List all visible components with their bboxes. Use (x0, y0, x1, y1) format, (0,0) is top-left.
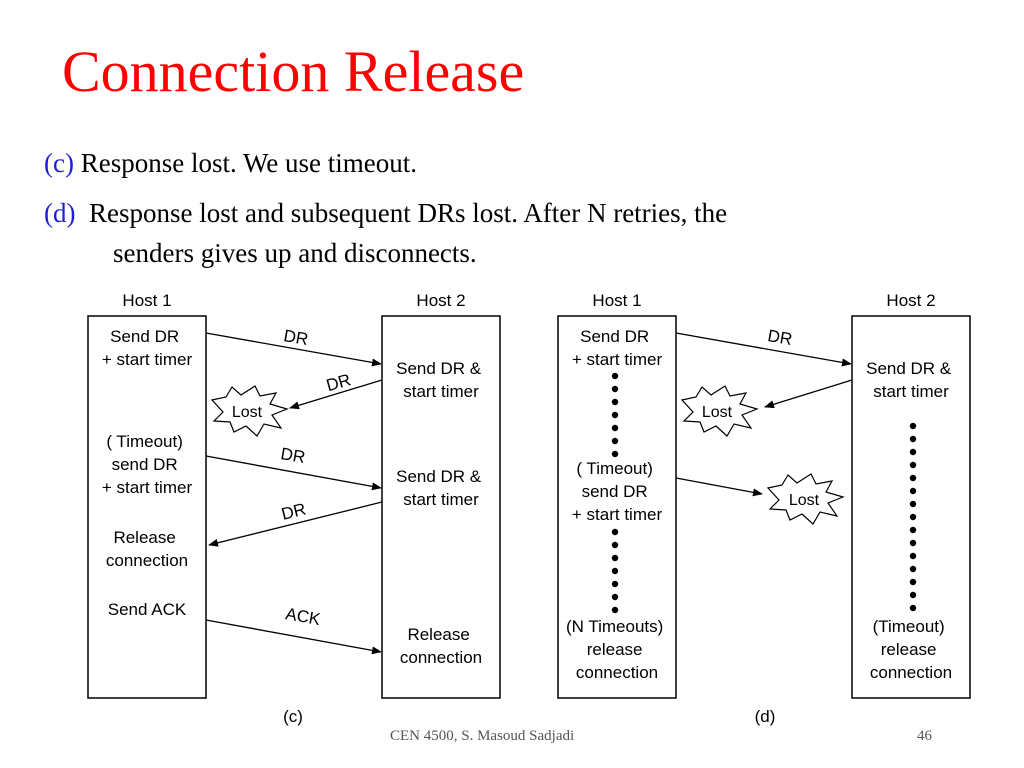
c-h2-release: Release connection (400, 625, 482, 667)
c-h1-release: Release connection (106, 528, 188, 570)
c-label-ack: ACK (284, 604, 322, 629)
d-lost-label-2: Lost (789, 492, 820, 509)
c-host1-label: Host 1 (122, 291, 171, 310)
c-h2-send-dr-2: Send DR & start timer (396, 467, 486, 509)
bullet-c-tag: (c) (44, 148, 74, 178)
c-arrow-dr-lost (289, 379, 383, 410)
c-arrow-dr-1 (205, 332, 382, 367)
c-h2-send-dr-1: Send DR & start timer (396, 359, 486, 401)
d-h1-send-dr: Send DR + start timer (572, 327, 663, 369)
c-label-dr-4: DR (279, 499, 307, 523)
c-host1-box (87, 315, 207, 699)
d-host1-label: Host 1 (592, 291, 641, 310)
slide-number: 46 (917, 728, 932, 744)
bullet-d-tag: (d) (44, 198, 76, 228)
d-h2-release: (Timeout) release connection (870, 617, 952, 682)
bullet-c-text: Response lost. We use timeout. (80, 148, 418, 178)
d-lost-burst-icon-2 (766, 473, 845, 525)
d-host1-box (557, 315, 677, 699)
d-lost-burst-icon-1 (680, 385, 759, 437)
d-h1-timeout: ( Timeout) send DR + start timer (572, 459, 663, 524)
diagram-c: Host 1 Host 2 Send DR + start timer ( Ti… (87, 291, 501, 726)
c-label-dr-1: DR (282, 326, 309, 349)
c-h1-send-dr: Send DR + start timer (102, 327, 193, 369)
c-host2-label: Host 2 (416, 291, 465, 310)
d-lost-label-1: Lost (702, 404, 733, 421)
c-h1-send-ack: Send ACK (108, 600, 187, 619)
c-arrow-ack (205, 619, 382, 655)
c-host2-box (381, 315, 501, 699)
footer-text: CEN 4500, S. Masoud Sadjadi (390, 728, 575, 744)
d-h2-send-dr: Send DR & start timer (866, 359, 956, 401)
d-label-dr-1: DR (766, 326, 793, 349)
bullet-d: (d) Response lost and subsequent DRs los… (44, 198, 727, 229)
diagram-d: Host 1 Host 2 Send DR + start timer ( Ti… (557, 291, 971, 726)
d-h1-wait-dots-2 (611, 528, 619, 614)
d-arrow-dr-2 (675, 477, 763, 497)
c-label-dr-2: DR (324, 370, 353, 395)
d-host2-label: Host 2 (886, 291, 935, 310)
bullet-d-text: Response lost and subsequent DRs lost. A… (88, 198, 728, 228)
c-label-dr-3: DR (279, 444, 306, 467)
slide-title: Connection Release (62, 39, 525, 104)
c-lost-label: Lost (232, 404, 263, 421)
c-arrow-dr-3 (205, 455, 382, 491)
bullet-c: (c) Response lost. We use timeout. (44, 148, 417, 179)
c-lost-burst-icon (210, 385, 289, 437)
c-arrow-dr-4 (208, 501, 383, 547)
d-h1-release: (N Timeouts) release connection (566, 617, 668, 682)
d-h1-wait-dots-1 (611, 372, 619, 458)
d-arrow-dr-1 (675, 332, 852, 367)
d-caption: (d) (755, 707, 776, 726)
c-h1-timeout: ( Timeout) send DR + start timer (102, 432, 193, 497)
d-h2-wait-dots (909, 422, 917, 612)
c-caption: (c) (283, 707, 303, 726)
bullet-d-continuation: senders gives up and disconnects. (113, 238, 477, 268)
d-host2-box (851, 315, 971, 699)
d-arrow-dr-lost (764, 379, 853, 409)
